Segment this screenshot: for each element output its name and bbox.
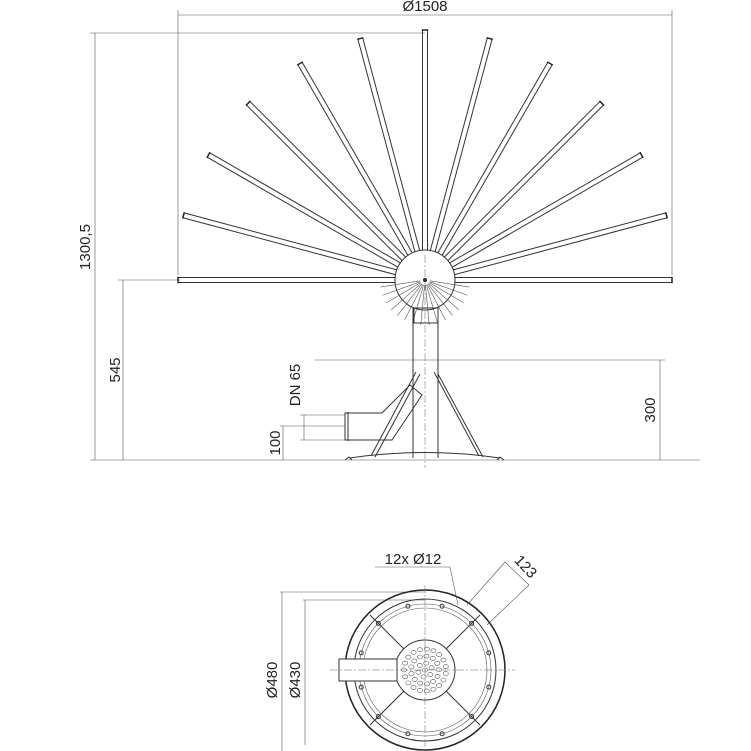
spray-arm: [425, 276, 673, 284]
nozzle-hole: [423, 646, 430, 652]
spray-arm: [206, 151, 427, 283]
spray-arm: [424, 211, 669, 283]
stand: [344, 255, 505, 468]
spray-ray: [420, 284, 425, 325]
spray-ray: [382, 281, 421, 296]
holes-label: 12x Ø12: [385, 551, 442, 568]
nozzle-hole: [417, 680, 424, 686]
outer-diameter-label: Ø480: [264, 662, 281, 699]
spray-arm: [422, 36, 494, 281]
nozzle-hole: [434, 660, 441, 666]
spray-arm: [422, 61, 554, 282]
nozzle-hole: [422, 667, 428, 673]
nozzle-hole: [416, 654, 423, 660]
nozzle-hole: [411, 658, 418, 664]
height-dimension: 1300,5: [77, 32, 425, 460]
inlet-height-label: 100: [267, 430, 284, 455]
spray-ray: [404, 284, 423, 321]
spray-arm: [245, 100, 428, 283]
nozzle-hole: [430, 648, 437, 654]
spray-ray: [427, 283, 453, 316]
spray-arm: [296, 61, 428, 282]
ring-height-label: 545: [107, 357, 124, 382]
nozzle-hole: [430, 679, 437, 684]
spray-arm: [421, 29, 429, 280]
bolt-hole: [358, 650, 364, 656]
spray-arm: [356, 36, 428, 281]
nozzle-hole: [402, 674, 409, 680]
bolt-hole: [375, 620, 381, 626]
inlet-length-label: 123: [511, 552, 541, 582]
nozzle-hole: [428, 665, 435, 671]
nozzle-hole: [410, 650, 417, 655]
nozzle-hole: [416, 688, 423, 693]
stand-height-dimension: 300: [315, 359, 665, 460]
nozzle-hole: [405, 680, 412, 686]
nozzle-hole: [423, 688, 430, 694]
nozzle-hole: [436, 652, 443, 657]
spray-arm: [422, 100, 605, 283]
nozzle-hole: [436, 667, 442, 673]
inlet-dimension: DN 65 100: [267, 364, 345, 460]
nozzle-hole: [408, 671, 415, 676]
spray-ray: [391, 283, 422, 310]
bolt-hole: [405, 731, 411, 737]
bolt-hole: [486, 684, 492, 690]
nozzle-hole: [415, 669, 422, 675]
nozzle-hole: [423, 660, 430, 666]
spray-arm: [177, 276, 425, 284]
nozzle-hole: [423, 653, 430, 659]
spray-ray: [386, 282, 421, 304]
nozzle-hole: [442, 671, 449, 676]
width-dimension: Ø1508: [177, 0, 673, 275]
bolt-hole: [439, 603, 445, 609]
nozzle-hole: [429, 656, 436, 661]
spray-ray: [426, 284, 438, 324]
nozzle-hole: [411, 677, 418, 682]
bolt-hole: [469, 714, 475, 720]
nozzle-hole: [402, 660, 409, 666]
inner-diameter-label: Ø430: [287, 662, 304, 699]
nozzle-hole: [424, 681, 430, 687]
nozzle-hole: [405, 654, 412, 660]
spray-arm: [423, 151, 644, 283]
width-label: Ø1508: [402, 0, 447, 15]
nozzle-hole: [401, 667, 407, 673]
bolt-hole: [439, 731, 445, 737]
spray-arm: [181, 211, 426, 283]
plan-view: Ø480 Ø430 12x Ø12 123: [264, 551, 540, 751]
spray-ray: [380, 280, 421, 288]
spray-arms: [177, 29, 673, 284]
nozzle-hole: [440, 657, 447, 663]
bolt-hole: [405, 603, 411, 609]
stand-height-label: 300: [642, 397, 659, 422]
spray-ray: [428, 283, 459, 310]
spray-rays: [380, 280, 470, 325]
spray-ray: [429, 281, 468, 296]
nozzle-hole: [434, 674, 441, 679]
nozzle-hole: [430, 686, 437, 692]
spray-ray: [397, 283, 423, 316]
spray-ray: [425, 284, 430, 325]
bolt-hole: [358, 684, 364, 690]
nozzle-hole: [442, 664, 449, 669]
nozzle-hole: [416, 663, 423, 668]
nozzle-hole: [416, 647, 423, 652]
height-label: 1300,5: [77, 224, 94, 270]
spray-ray: [429, 280, 470, 288]
ring-height-dimension: 545: [107, 279, 180, 460]
nozzle-hole: [408, 664, 415, 670]
nozzle-hole: [436, 683, 443, 688]
inlet-size-label: DN 65: [287, 364, 304, 407]
spray-ray: [427, 284, 446, 321]
bolt-hole: [375, 714, 381, 720]
nozzle-hole: [427, 672, 434, 677]
nozzle-hole: [420, 674, 427, 680]
bolt-hole: [486, 650, 492, 656]
nozzle-hole: [440, 677, 447, 683]
nozzle-hole: [410, 685, 417, 690]
bolt-hole: [469, 620, 475, 626]
spray-ray: [429, 282, 464, 304]
